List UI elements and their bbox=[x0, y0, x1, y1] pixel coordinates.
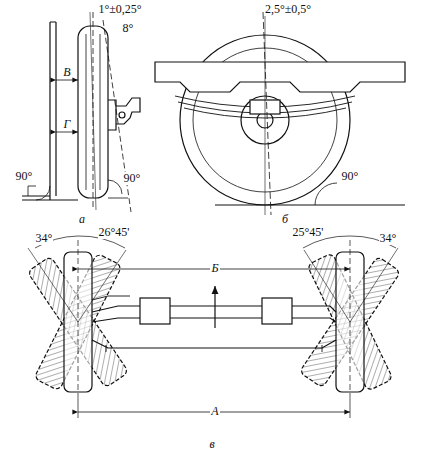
drawing-stroke bbox=[92, 296, 130, 300]
drawing-stroke bbox=[92, 306, 336, 322]
drawing-stroke bbox=[28, 248, 398, 322]
dimension-letter: В bbox=[62, 66, 71, 79]
angle-label: 8° bbox=[122, 22, 135, 35]
view-letter: а bbox=[78, 213, 86, 226]
angle-label: 2,5°±0,5° bbox=[264, 3, 312, 16]
drawing-stroke bbox=[78, 395, 350, 418]
drawing-stroke bbox=[28, 186, 36, 196]
dimension-letter: Б bbox=[210, 262, 219, 275]
angle-label: 90° bbox=[15, 170, 34, 183]
drawing-stroke bbox=[155, 62, 405, 92]
angle-label: 26°45' bbox=[98, 226, 131, 239]
drawing-stroke bbox=[214, 286, 215, 328]
angle-label: 34° bbox=[35, 232, 54, 245]
drawing-stroke bbox=[262, 298, 292, 324]
angle-label: 1°±0,25° bbox=[97, 3, 142, 16]
drawing-stroke bbox=[22, 196, 78, 200]
drawing-stroke bbox=[90, 12, 96, 210]
view-letter: в bbox=[208, 438, 215, 451]
drawing-stroke bbox=[56, 80, 78, 81]
angle-label: 34° bbox=[379, 232, 398, 245]
drawing-stroke bbox=[35, 236, 396, 248]
drawing-stroke bbox=[265, 12, 266, 215]
drawing-stroke bbox=[140, 298, 170, 324]
drawing-stroke bbox=[36, 186, 50, 200]
panel-v bbox=[27, 236, 401, 418]
angle-label: 90° bbox=[341, 170, 360, 183]
drawing-stroke bbox=[108, 198, 128, 199]
panel-b bbox=[155, 12, 405, 215]
drawing-stroke bbox=[92, 340, 336, 348]
angle-label: 25°45' bbox=[292, 226, 325, 239]
drawing-stroke bbox=[56, 132, 78, 133]
drawing-stroke bbox=[119, 112, 125, 118]
drawing-stroke bbox=[215, 204, 405, 205]
drawing-stroke bbox=[116, 98, 140, 124]
drawing-stroke bbox=[315, 183, 337, 205]
dimension-letter: Г bbox=[63, 118, 72, 131]
view-letter: б bbox=[281, 213, 289, 226]
drawing-stroke bbox=[106, 345, 322, 352]
angle-label: 90° bbox=[123, 172, 142, 185]
dimension-letter: А bbox=[210, 405, 219, 418]
drawing-stroke bbox=[263, 12, 271, 215]
drawing-stroke bbox=[108, 180, 122, 194]
drawing-stroke bbox=[78, 240, 350, 395]
drawing-stroke bbox=[108, 100, 116, 130]
drawing-stroke bbox=[50, 22, 56, 200]
